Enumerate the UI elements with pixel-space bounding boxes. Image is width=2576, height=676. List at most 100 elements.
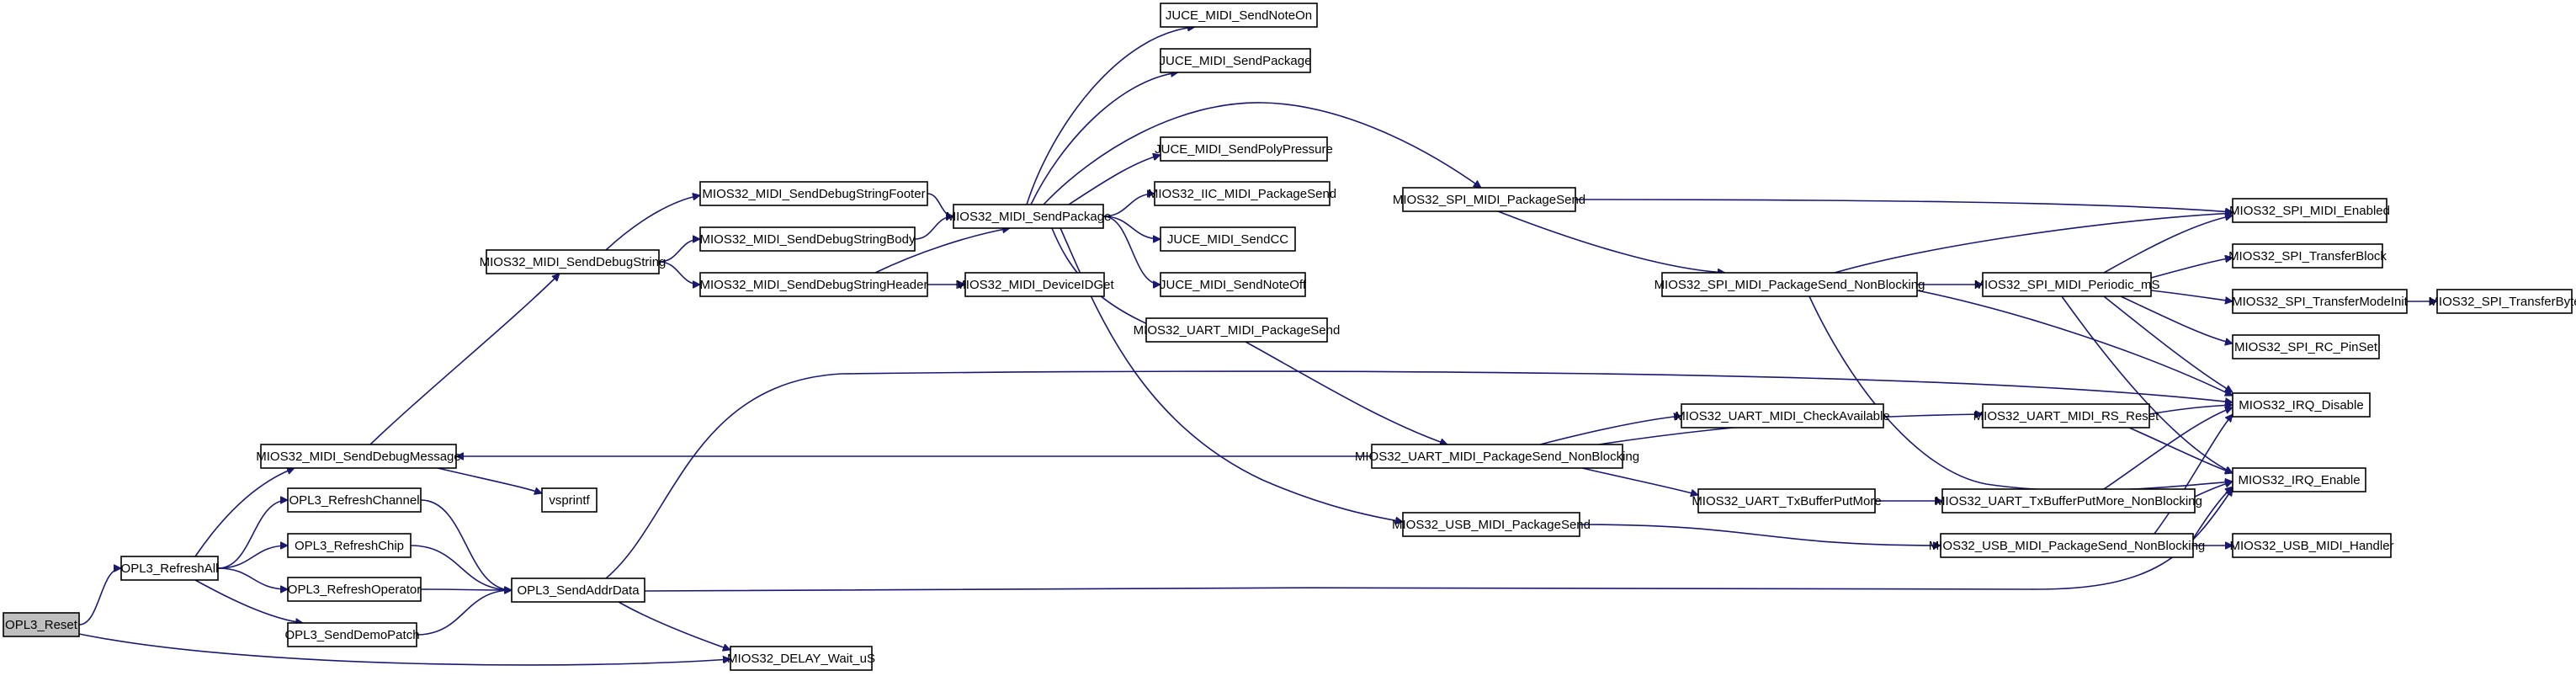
- function-node-mios32-spi-transferbyte[interactable]: MIOS32_SPI_TransferByte: [2428, 289, 2576, 314]
- function-node-opl3-reset[interactable]: OPL3_Reset: [3, 612, 80, 637]
- call-edge: [1102, 216, 1161, 285]
- call-edge: [2120, 295, 2233, 343]
- function-node-mios32-midi-senddebugstringheader[interactable]: MIOS32_MIDI_SendDebugStringHeader: [699, 272, 928, 297]
- function-node-box: [3, 612, 80, 637]
- function-node-box: [699, 272, 928, 297]
- call-edge: [1068, 155, 1161, 205]
- function-node-label: MIOS32_USB_MIDI_PackageSend_NonBlocking: [1929, 539, 2206, 553]
- function-node-vsprintf[interactable]: vsprintf: [541, 487, 598, 513]
- function-node-box: [2232, 243, 2383, 269]
- function-node-box: [730, 646, 873, 671]
- function-node-mios32-uart-midi-packagesend[interactable]: MIOS32_UART_MIDI_PackageSend: [1134, 317, 1341, 343]
- function-node-box: [486, 249, 660, 274]
- call-edge: [1030, 72, 1178, 205]
- function-node-box: [1160, 272, 1306, 297]
- function-node-mios32-usb-midi-handler[interactable]: MIOS32_USB_MIDI_Handler: [2229, 533, 2394, 558]
- function-node-mios32-midi-sendpackage[interactable]: MIOS32_MIDI_SendPackage: [946, 204, 1112, 229]
- function-node-label: JUCE_MIDI_SendPackage: [1160, 54, 1312, 68]
- function-node-mios32-midi-senddebugstringfooter[interactable]: MIOS32_MIDI_SendDebugStringFooter: [699, 181, 928, 206]
- function-node-mios32-midi-deviceidget[interactable]: MIOS32_MIDI_DeviceIDGet: [955, 272, 1115, 297]
- function-node-label: MIOS32_MIDI_SendDebugStringBody: [700, 232, 916, 247]
- function-node-label: JUCE_MIDI_SendCC: [1167, 232, 1288, 247]
- function-node-box: [1160, 3, 1318, 28]
- function-node-mios32-spi-transferblock[interactable]: MIOS32_SPI_TransferBlock: [2228, 243, 2387, 269]
- function-node-box: [1160, 48, 1311, 73]
- function-node-mios32-uart-midi-checkavailable[interactable]: MIOS32_UART_MIDI_CheckAvailable: [1675, 403, 1890, 428]
- function-node-mios32-uart-txbufferputmore[interactable]: MIOS32_UART_TxBufferPutMore: [1692, 488, 1882, 514]
- function-node-mios32-irq-enable[interactable]: MIOS32_IRQ_Enable: [2232, 467, 2366, 492]
- call-edge: [78, 633, 730, 666]
- function-node-box: [964, 272, 1105, 297]
- function-node-box: [511, 578, 645, 603]
- function-node-box: [1661, 272, 1918, 297]
- function-node-mios32-usb-midi-packagesend-nonblocking[interactable]: MIOS32_USB_MIDI_PackageSend_NonBlocking: [1929, 533, 2206, 558]
- function-node-label: vsprintf: [549, 493, 590, 508]
- function-node-box: [1982, 272, 2152, 297]
- function-node-mios32-spi-midi-packagesend[interactable]: MIOS32_SPI_MIDI_PackageSend: [1393, 187, 1585, 212]
- function-node-mios32-spi-midi-packagesend-nonblocking[interactable]: MIOS32_SPI_MIDI_PackageSend_NonBlocking: [1654, 272, 1925, 297]
- function-node-label: MIOS32_SPI_TransferModeInit: [2232, 295, 2409, 309]
- call-edge: [78, 568, 122, 625]
- function-node-opl3-refreshall[interactable]: OPL3_RefreshAll: [120, 556, 219, 581]
- call-edge: [1579, 524, 1941, 546]
- function-node-opl3-refreshoperator[interactable]: OPL3_RefreshOperator: [287, 577, 422, 602]
- call-edge: [658, 239, 701, 263]
- function-node-label: MIOS32_MIDI_SendDebugStringFooter: [702, 187, 925, 201]
- call-edge: [217, 500, 288, 569]
- function-node-label: MIOS32_SPI_MIDI_Periodic_mS: [1974, 278, 2160, 292]
- edge-layer: [78, 27, 2437, 666]
- function-node-mios32-spi-rc-pinset[interactable]: MIOS32_SPI_RC_PinSet: [2232, 334, 2380, 359]
- function-node-box: [1160, 136, 1328, 162]
- function-node-label: MIOS32_SPI_MIDI_PackageSend: [1393, 193, 1585, 207]
- function-node-label: JUCE_MIDI_SendPolyPressure: [1155, 142, 1333, 157]
- function-node-juce-midi-sendnoteon[interactable]: JUCE_MIDI_SendNoteOn: [1160, 3, 1318, 28]
- function-node-juce-midi-sendpackage[interactable]: JUCE_MIDI_SendPackage: [1160, 48, 1312, 73]
- function-node-opl3-senddemopatch[interactable]: OPL3_SendDemoPatch: [284, 622, 420, 647]
- call-edge: [410, 545, 512, 590]
- function-node-label: MIOS32_UART_TxBufferPutMore: [1692, 494, 1881, 508]
- call-edge: [1026, 27, 1195, 205]
- function-node-opl3-refreshchannel[interactable]: OPL3_RefreshChannel: [287, 487, 422, 513]
- function-node-box: [260, 444, 457, 469]
- function-node-box: [287, 487, 422, 513]
- function-node-label: MIOS32_IRQ_Enable: [2238, 473, 2360, 487]
- function-node-mios32-uart-midi-packagesend-nonblocking[interactable]: MIOS32_UART_MIDI_PackageSend_NonBlocking: [1355, 444, 1639, 469]
- function-node-mios32-usb-midi-packagesend[interactable]: MIOS32_USB_MIDI_PackageSend: [1392, 512, 1591, 537]
- function-node-mios32-iic-midi-packagesend[interactable]: MIOS32_IIC_MIDI_PackageSend: [1148, 181, 1336, 206]
- function-node-box: [120, 556, 219, 581]
- function-node-juce-midi-sendnoteoff[interactable]: JUCE_MIDI_SendNoteOff: [1160, 272, 1307, 297]
- function-node-juce-midi-sendpolypressure[interactable]: JUCE_MIDI_SendPolyPressure: [1155, 136, 1333, 162]
- call-edge: [1102, 216, 1161, 239]
- function-node-mios32-uart-txbufferputmore-nonblocking[interactable]: MIOS32_UART_TxBufferPutMore_NonBlocking: [1935, 488, 2202, 514]
- call-edge: [2154, 414, 2233, 535]
- function-node-mios32-delay-wait-us[interactable]: MIOS32_DELAY_Wait_uS: [727, 646, 875, 671]
- function-node-label: MIOS32_MIDI_SendDebugMessage: [256, 450, 460, 464]
- function-node-box: [2232, 533, 2392, 558]
- function-node-label: JUCE_MIDI_SendNoteOff: [1160, 278, 1307, 292]
- function-node-label: OPL3_SendDemoPatch: [284, 628, 419, 642]
- function-node-mios32-spi-transfermodeinit[interactable]: MIOS32_SPI_TransferModeInit: [2232, 289, 2409, 314]
- function-node-box: [953, 204, 1104, 229]
- function-node-label: OPL3_RefreshChip: [295, 539, 404, 553]
- call-edge: [1581, 467, 1698, 495]
- function-node-box: [287, 622, 417, 647]
- call-edge: [1834, 213, 2233, 274]
- function-node-mios32-irq-disable[interactable]: MIOS32_IRQ_Disable: [2232, 392, 2371, 418]
- function-node-mios32-midi-senddebugmessage[interactable]: MIOS32_MIDI_SendDebugMessage: [256, 444, 461, 469]
- function-node-label: MIOS32_SPI_MIDI_Enabled: [2229, 204, 2390, 218]
- function-node-mios32-spi-midi-periodic-ms[interactable]: MIOS32_SPI_MIDI_Periodic_mS: [1974, 272, 2160, 297]
- function-node-mios32-midi-senddebugstring[interactable]: MIOS32_MIDI_SendDebugString: [480, 249, 667, 274]
- function-node-mios32-midi-senddebugstringbody[interactable]: MIOS32_MIDI_SendDebugStringBody: [699, 226, 916, 252]
- function-node-opl3-refreshchip[interactable]: OPL3_RefreshChip: [287, 533, 412, 558]
- call-edge: [2194, 482, 2233, 498]
- function-node-mios32-spi-midi-enabled[interactable]: MIOS32_SPI_MIDI_Enabled: [2229, 198, 2390, 223]
- call-edge: [1539, 416, 1681, 445]
- function-node-mios32-uart-midi-rs-reset[interactable]: MIOS32_UART_MIDI_RS_Reset: [1973, 403, 2159, 428]
- call-edge: [2192, 487, 2233, 540]
- node-layer: OPL3_Reset OPL3_RefreshAllMIOS32_DELAY_Wa…: [3, 3, 2576, 671]
- function-node-juce-midi-sendcc[interactable]: JUCE_MIDI_SendCC: [1160, 226, 1296, 252]
- call-edge: [194, 579, 303, 623]
- function-node-opl3-sendaddrdata[interactable]: OPL3_SendAddrData: [511, 578, 645, 603]
- function-node-label: MIOS32_IRQ_Disable: [2239, 398, 2363, 413]
